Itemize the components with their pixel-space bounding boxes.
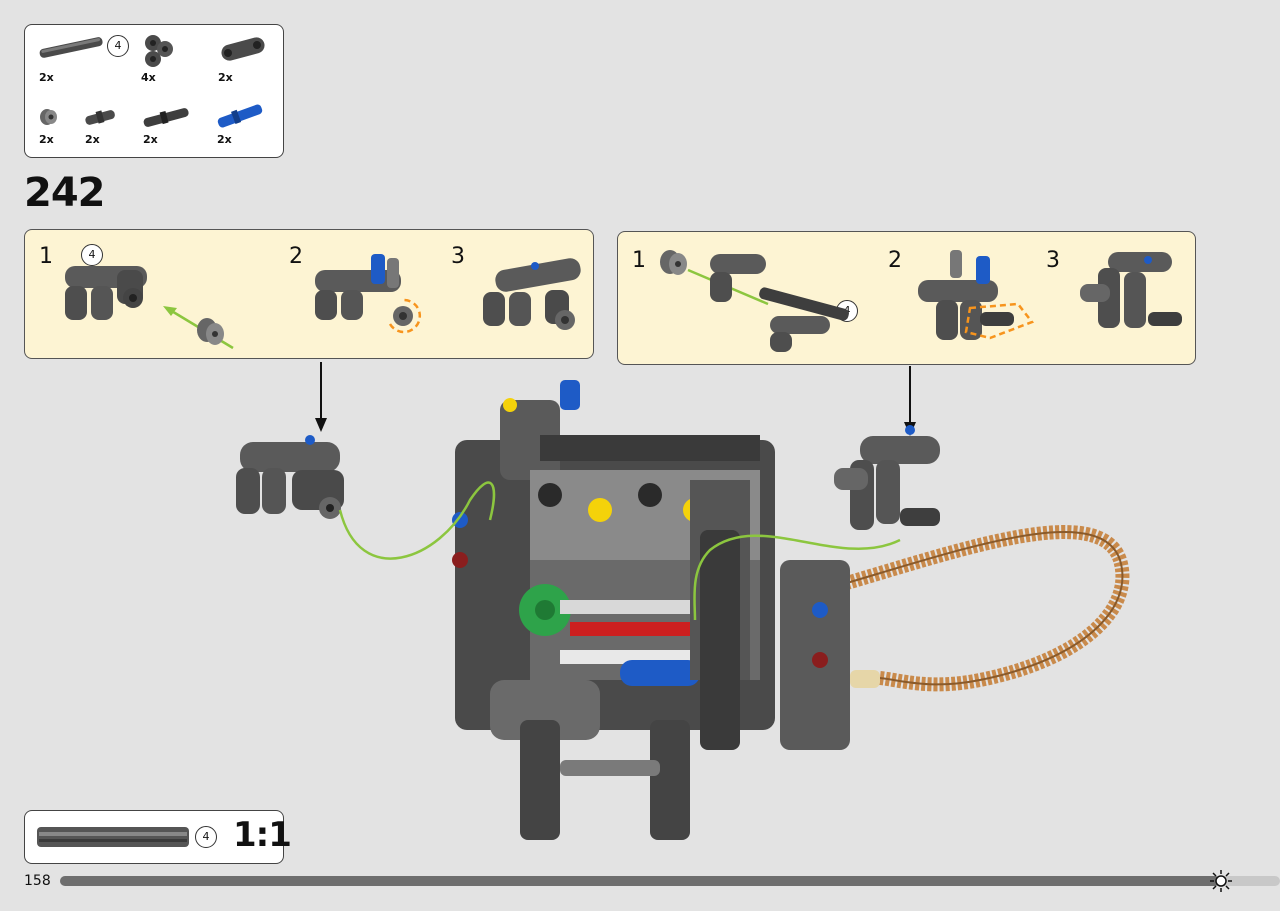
bush-icon — [40, 109, 57, 125]
sun-icon — [1210, 870, 1232, 892]
axle-4-icon — [39, 37, 103, 58]
guide-arrow-icon — [163, 306, 177, 316]
parts-list-art — [39, 35, 265, 128]
sub-step-3: 3 — [1046, 248, 1060, 273]
sub-step-2: 2 — [289, 244, 303, 269]
short-pin-icon — [85, 110, 115, 125]
guide-line — [338, 481, 496, 560]
sub-step-1-size-badge: 4 — [81, 244, 103, 266]
engine-block-icon — [452, 380, 880, 840]
guide-line — [693, 534, 901, 621]
axle-with-connector-icon — [759, 287, 849, 352]
pin-connector-icon — [145, 35, 173, 67]
scale-ruler-box: 4 1:1 — [24, 810, 292, 864]
sub-step-2: 2 — [888, 248, 902, 273]
chain-icon — [838, 525, 1130, 692]
qty-bush: 2x — [39, 133, 54, 146]
highlight-icon — [964, 302, 1035, 340]
axle-connector-icon — [221, 37, 265, 61]
right-subassembly-icon — [834, 425, 940, 530]
page-number: 158 — [24, 873, 51, 889]
connector-block-icon — [710, 254, 766, 302]
parts-list-box: 4 2x 4x 2x 2x 2x 2x 2x — [24, 24, 284, 158]
step-number: 242 — [24, 170, 105, 216]
qty-axle-4: 2x — [39, 71, 54, 84]
blue-axle-pin-icon — [217, 104, 263, 128]
scale-label: 1:1 — [233, 815, 292, 855]
ruler-size-badge: 4 — [195, 826, 217, 848]
left-panel-illustrations — [65, 254, 581, 350]
main-assembly-illustration — [236, 362, 1130, 840]
highlight-icon — [388, 298, 422, 334]
bush-icon — [660, 250, 687, 275]
sub-step-1: 1 — [39, 244, 53, 269]
sub-step-3: 3 — [451, 244, 465, 269]
qty-pin-connector: 4x — [141, 71, 156, 84]
qty-axle-pin: 2x — [143, 133, 158, 146]
chain-inner-icon — [839, 531, 1124, 686]
axle-size-badge: 4 — [107, 35, 129, 57]
connector-block-with-pins-icon — [315, 254, 422, 334]
left-subassembly-icon — [236, 435, 344, 519]
qty-blue-axle-pin: 2x — [217, 133, 232, 146]
arrow-head-icon — [315, 418, 327, 432]
progress-bar — [60, 876, 1280, 886]
sub-assembly-panel-left: 1 4 2 3 — [24, 229, 594, 359]
connector-block-icon — [65, 266, 147, 320]
qty-axle-connector: 2x — [218, 71, 233, 84]
axle-4-icon — [37, 827, 189, 847]
sub-assembly-panel-right: 1 4 2 3 — [617, 231, 1196, 365]
bush-icon — [197, 318, 224, 345]
right-panel-illustrations — [660, 250, 1182, 352]
axle-pin-icon — [143, 108, 189, 127]
completed-subassembly-icon — [483, 258, 581, 330]
connector-block-with-pins-icon — [918, 250, 1035, 340]
sub-step-1: 1 — [632, 248, 646, 273]
qty-short-pin: 2x — [85, 133, 100, 146]
completed-subassembly-icon — [1080, 252, 1182, 328]
